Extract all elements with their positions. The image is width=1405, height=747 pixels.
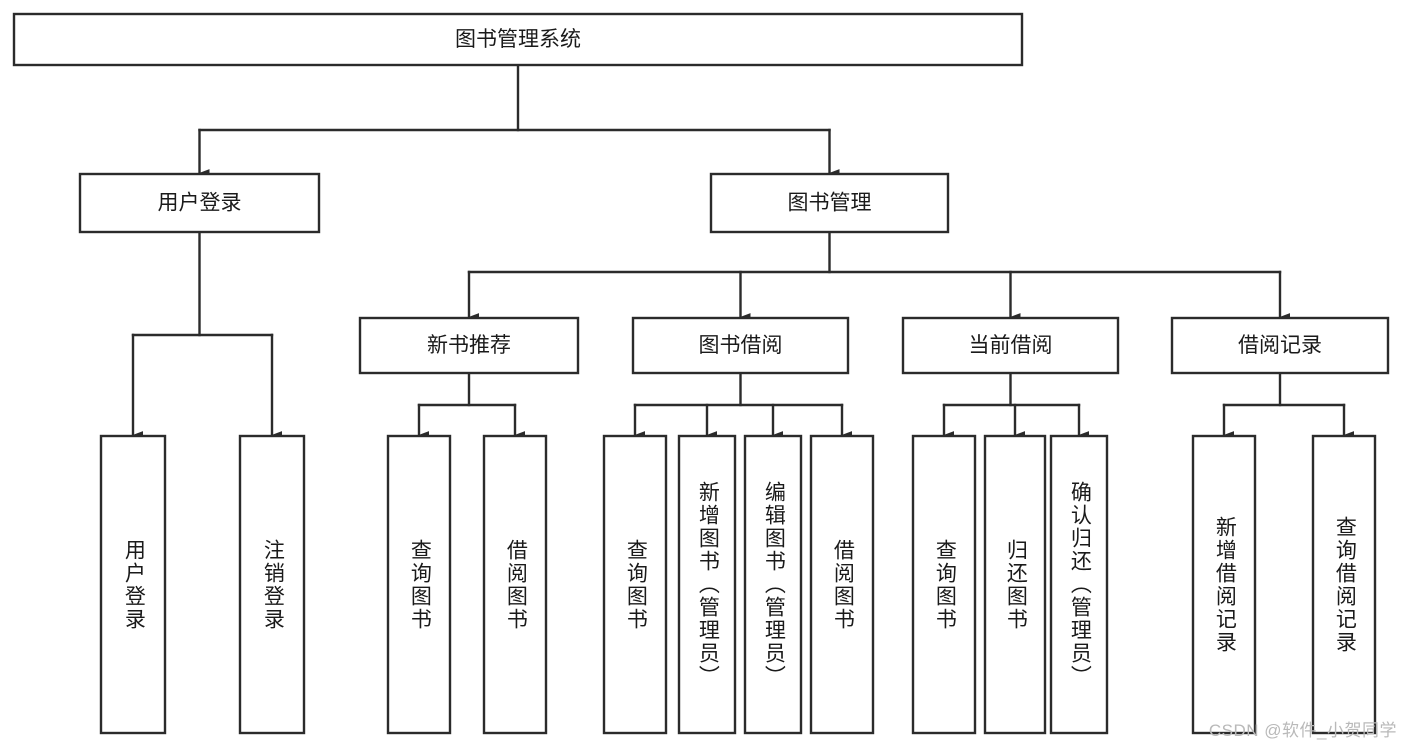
node-box-nb-borrow-book xyxy=(482,434,548,735)
node-box-new-book-rec xyxy=(358,316,580,375)
node-box-book-borrow xyxy=(631,316,850,375)
node-box-root xyxy=(12,12,1024,67)
node-nb-query-book[interactable] xyxy=(386,434,452,735)
node-box-nb-query-book xyxy=(386,434,452,735)
node-bb-query-book[interactable] xyxy=(602,434,668,735)
node-new-book-rec[interactable]: 新书推荐 xyxy=(358,316,580,375)
node-box-br-query-record xyxy=(1311,434,1377,735)
node-box-leaf-user-login xyxy=(99,434,167,735)
node-br-query-record[interactable] xyxy=(1311,434,1377,735)
node-cb-confirm-return[interactable] xyxy=(1049,434,1109,735)
node-box-cb-confirm-return xyxy=(1049,434,1109,735)
node-label-current-borrow: 当前借阅 xyxy=(969,334,1053,357)
node-box-leaf-user-logout xyxy=(238,434,306,735)
node-label-new-book-rec: 新书推荐 xyxy=(427,334,511,357)
connector-lines-layer xyxy=(131,63,1355,439)
node-box-book-manage xyxy=(709,172,950,234)
node-cb-return-book[interactable] xyxy=(983,434,1047,735)
node-user-login[interactable]: 用户登录 xyxy=(78,172,321,234)
node-root[interactable]: 图书管理系统 xyxy=(12,12,1024,67)
node-box-cb-query-book xyxy=(911,434,977,735)
node-cb-query-book[interactable] xyxy=(911,434,977,735)
node-box-cb-return-book xyxy=(983,434,1047,735)
node-label-user-login: 用户登录 xyxy=(158,192,242,215)
node-box-bb-add-book xyxy=(677,434,737,735)
node-label-root: 图书管理系统 xyxy=(455,28,581,51)
node-bb-borrow-book[interactable] xyxy=(809,434,875,735)
node-box-current-borrow xyxy=(901,316,1120,375)
node-box-bb-edit-book xyxy=(743,434,803,735)
node-box-bb-borrow-book xyxy=(809,434,875,735)
node-book-borrow[interactable]: 图书借阅 xyxy=(631,316,850,375)
node-box-user-login xyxy=(78,172,321,234)
node-label-book-manage: 图书管理 xyxy=(788,192,872,215)
node-box-borrow-record xyxy=(1170,316,1390,375)
node-book-manage[interactable]: 图书管理 xyxy=(709,172,950,234)
node-leaf-user-logout[interactable] xyxy=(238,434,306,735)
node-box-bb-query-book xyxy=(602,434,668,735)
node-leaf-user-login[interactable] xyxy=(99,434,167,735)
watermark-text: CSDN @软件_小贺同学 xyxy=(1208,721,1397,740)
node-current-borrow[interactable]: 当前借阅 xyxy=(901,316,1120,375)
node-bb-edit-book[interactable] xyxy=(743,434,803,735)
node-label-book-borrow: 图书借阅 xyxy=(699,334,783,357)
node-box-br-add-record xyxy=(1191,434,1257,735)
node-br-add-record[interactable] xyxy=(1191,434,1257,735)
node-bb-add-book[interactable] xyxy=(677,434,737,735)
node-borrow-record[interactable]: 借阅记录 xyxy=(1170,316,1390,375)
node-label-borrow-record: 借阅记录 xyxy=(1238,334,1322,357)
node-nb-borrow-book[interactable] xyxy=(482,434,548,735)
